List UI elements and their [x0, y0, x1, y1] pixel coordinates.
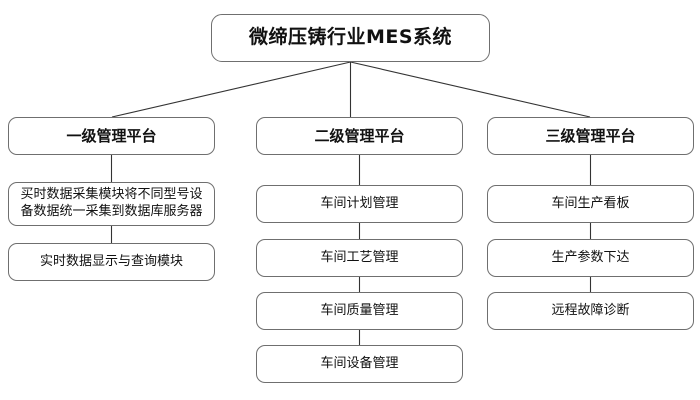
- node-l3-c1-label: 车间生产看板: [551, 196, 630, 212]
- node-level-1[interactable]: 一级管理平台: [8, 117, 215, 155]
- node-root-title[interactable]: 微缔压铸行业MES系统: [211, 14, 490, 62]
- node-l2-c1-label: 车间计划管理: [320, 196, 399, 212]
- node-l2-c4-label: 车间设备管理: [320, 356, 399, 372]
- connector-root-to-level1: [111, 61, 351, 118]
- node-l1-c1-label: 买时数据采集模块将不同型号设 备数据统一采集到数据库服务器: [20, 187, 203, 219]
- node-l3-c2[interactable]: 生产参数下达: [487, 239, 694, 277]
- node-l3-c1[interactable]: 车间生产看板: [487, 185, 694, 223]
- node-level-2[interactable]: 二级管理平台: [256, 117, 463, 155]
- node-level-3[interactable]: 三级管理平台: [487, 117, 694, 155]
- node-level-3-label: 三级管理平台: [545, 126, 636, 145]
- node-l2-c3-label: 车间质量管理: [320, 303, 399, 319]
- node-l1-c2[interactable]: 实时数据显示与查询模块: [8, 243, 215, 281]
- node-l1-c2-label: 实时数据显示与查询模块: [39, 254, 183, 270]
- node-level-1-label: 一级管理平台: [66, 126, 157, 145]
- node-root-title-label: 微缔压铸行业MES系统: [248, 26, 453, 49]
- node-l2-c1[interactable]: 车间计划管理: [256, 185, 463, 223]
- node-l1-c1[interactable]: 买时数据采集模块将不同型号设 备数据统一采集到数据库服务器: [8, 182, 215, 226]
- node-l2-c3[interactable]: 车间质量管理: [256, 292, 463, 330]
- node-l3-c3[interactable]: 远程故障诊断: [487, 292, 694, 330]
- node-l3-c3-label: 远程故障诊断: [551, 303, 630, 319]
- node-level-2-label: 二级管理平台: [314, 126, 405, 145]
- node-l2-c2-label: 车间工艺管理: [320, 250, 399, 266]
- node-l3-c2-label: 生产参数下达: [551, 250, 630, 266]
- connector-root-to-level3: [350, 61, 591, 118]
- node-l2-c2[interactable]: 车间工艺管理: [256, 239, 463, 277]
- node-l2-c4[interactable]: 车间设备管理: [256, 345, 463, 383]
